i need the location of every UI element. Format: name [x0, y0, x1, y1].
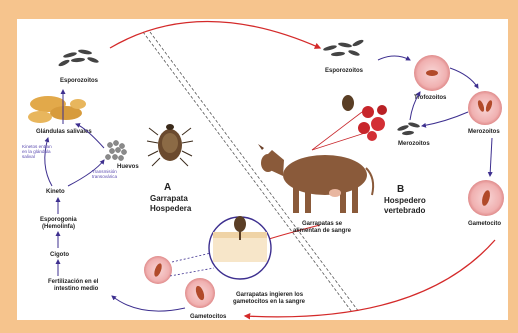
label-gametocitos: Gametocitos	[190, 314, 227, 320]
label-merozoitos-left: Merozoitos	[398, 141, 430, 147]
label-fertilizacion-1: Fertilización en el	[48, 279, 99, 285]
label-ingieren-1: Garrapatas ingieren los	[236, 292, 304, 298]
section-b-letter: B	[397, 184, 404, 195]
label-alimentan-1: Garrapatas se	[302, 221, 343, 227]
trophozoite-cell	[414, 55, 450, 91]
label-huevos: Huevos	[117, 164, 139, 170]
section-b-title-2: vertebrado	[384, 206, 425, 215]
section-a-title-1: Garrapata	[150, 194, 188, 203]
label-trofozoitos: Trofozoitos	[414, 95, 447, 101]
label-ingieren-2: gametocitos en la sangre	[233, 299, 306, 305]
note-transmision-2: transovárica	[92, 174, 117, 179]
section-a-title-2: Hospedera	[150, 204, 192, 213]
label-alimentan-2: alimentan de sangre	[293, 228, 352, 234]
label-merozoitos-right: Merozoitos	[468, 129, 500, 135]
label-esporogonia-2: (Hemolinfa)	[42, 224, 75, 230]
gametocyte-cell-host	[468, 180, 504, 216]
label-cigoto: Cigoto	[50, 252, 69, 258]
section-b-title-1: Hospedero	[384, 196, 426, 205]
label-glandulas-salivales: Glándulas salivales	[36, 129, 92, 135]
note-kinetos-3: salival	[22, 154, 35, 159]
label-esporogonia-1: Esporogonia	[40, 217, 77, 223]
label-esporozoitos-tick: Esporozoitos	[60, 78, 99, 84]
label-kineto: Kineto	[46, 189, 65, 195]
label-fertilizacion-2: intestino medio	[54, 286, 99, 292]
label-esporozoitos-host: Esporozoitos	[325, 68, 364, 74]
merozoite-cell	[468, 91, 502, 125]
label-gametocito: Gametocito	[468, 221, 501, 227]
section-a-letter: A	[164, 182, 171, 193]
feeding-tick-icon	[342, 95, 354, 111]
